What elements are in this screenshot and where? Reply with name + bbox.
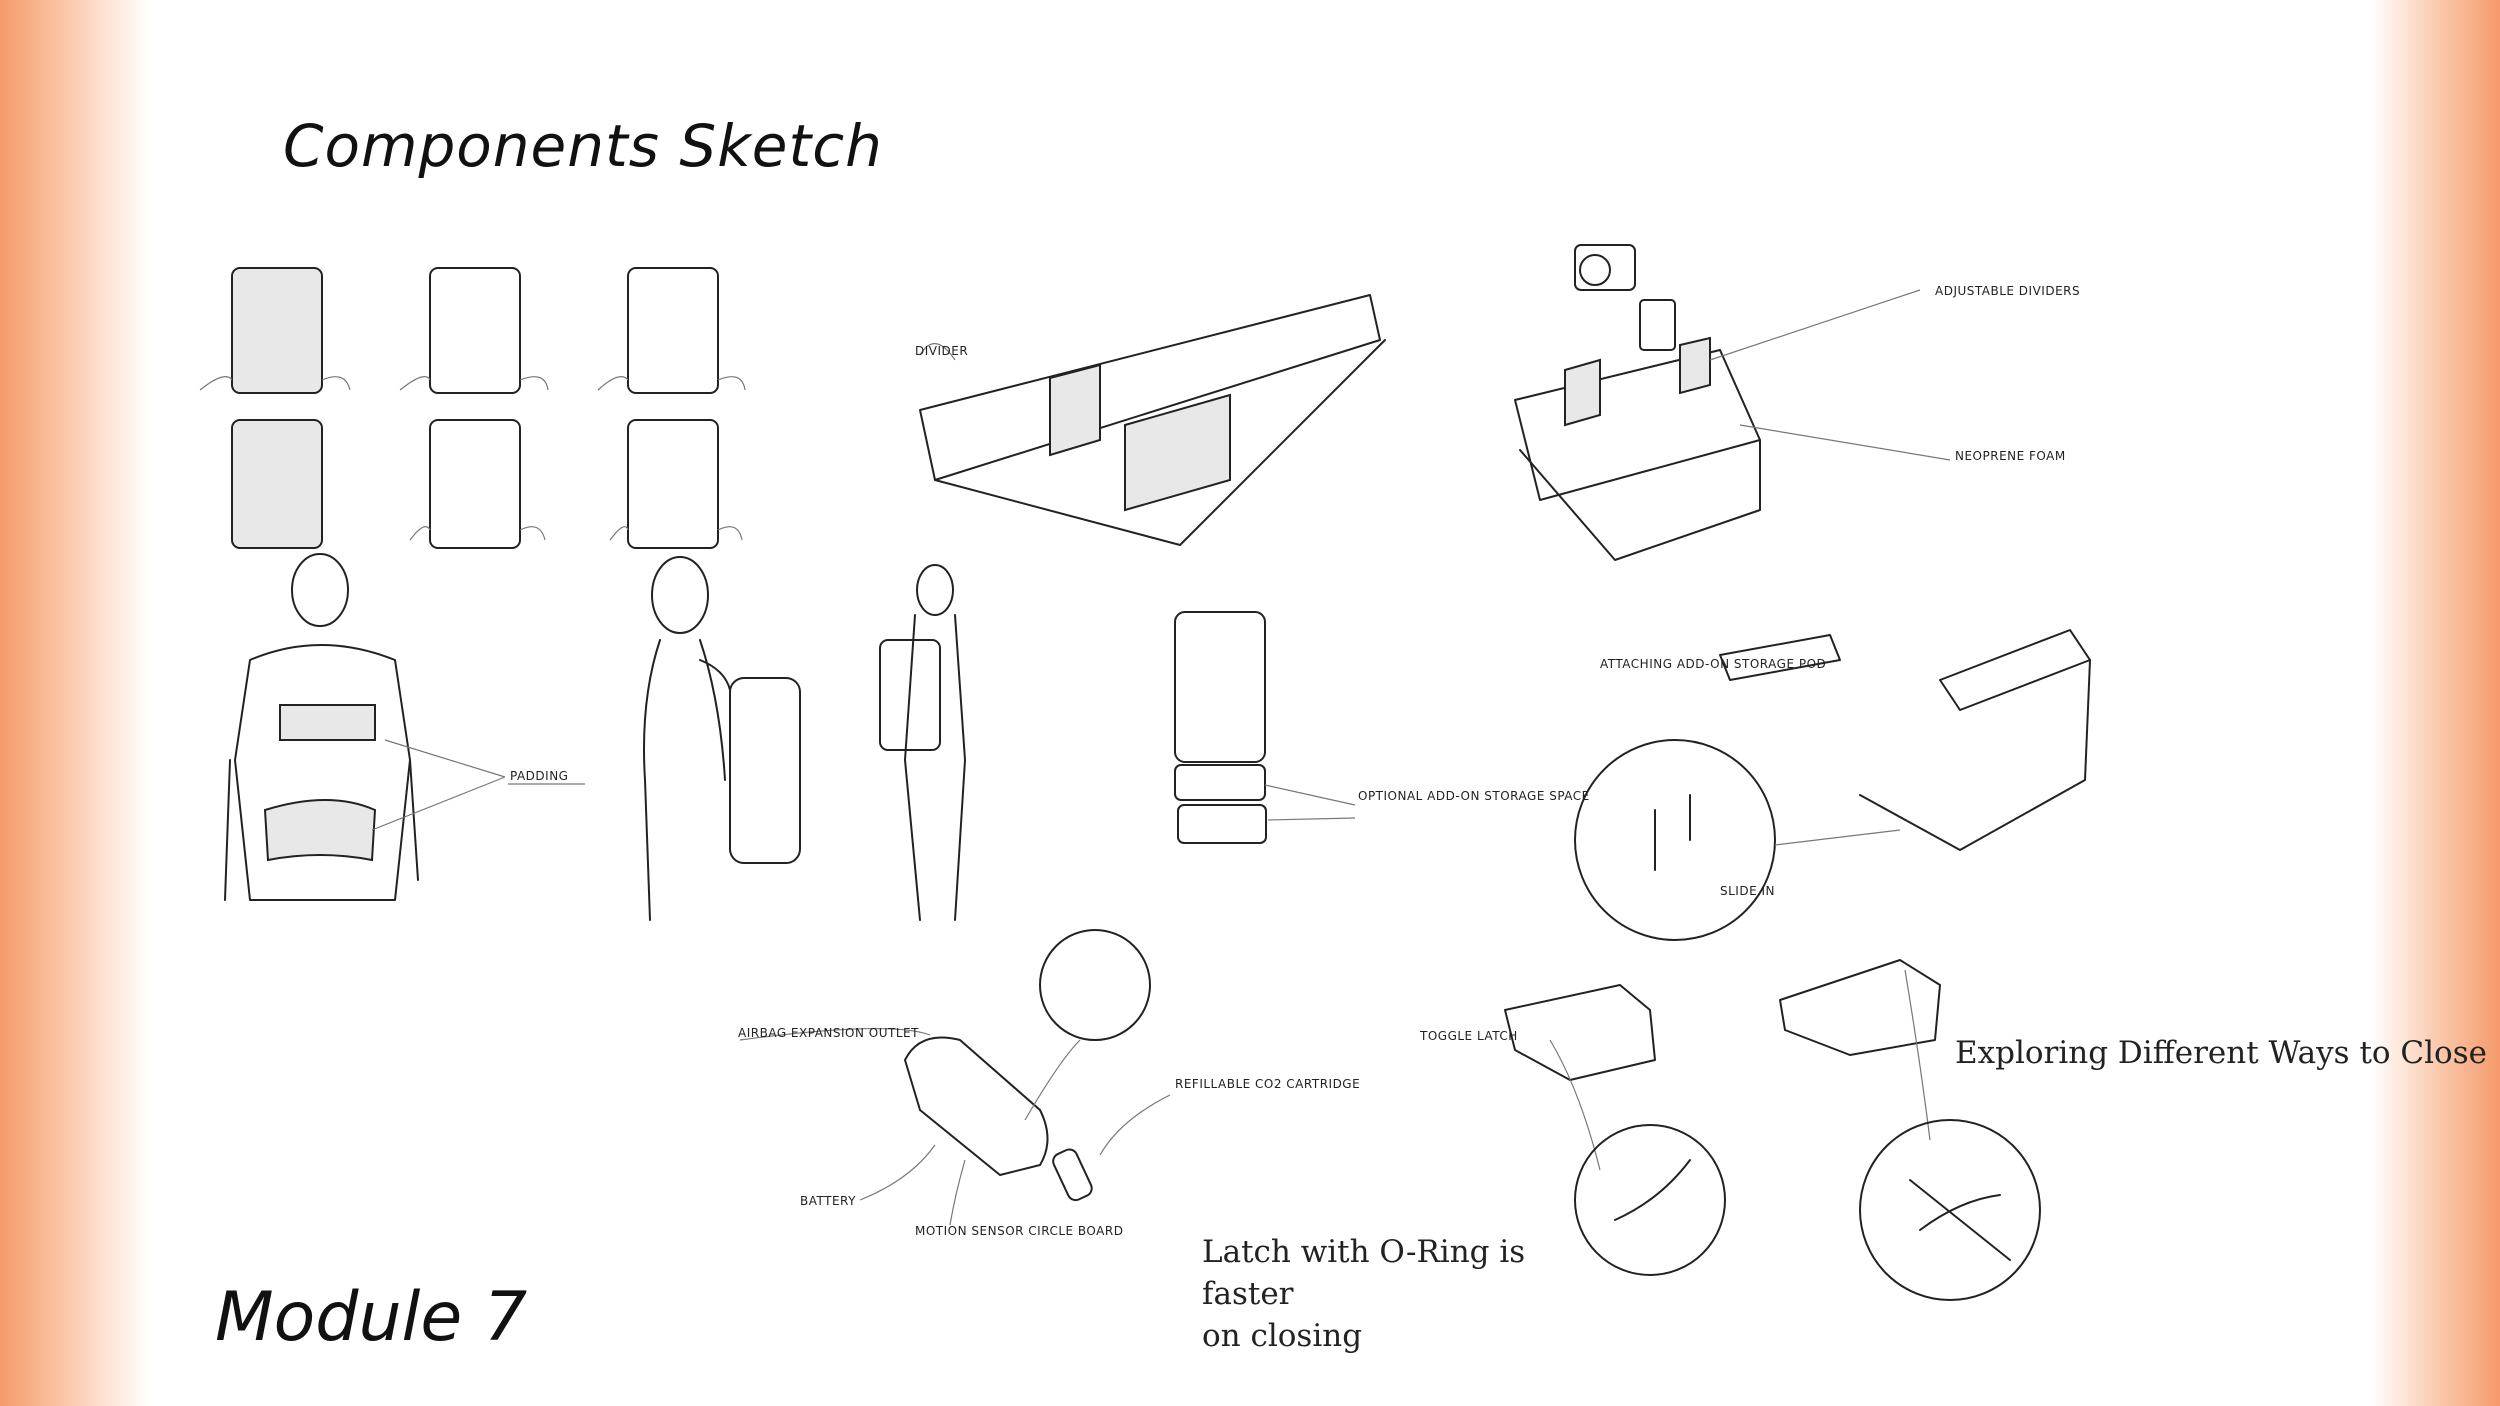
label-toggle-latch: TOGGLE LATCH bbox=[1419, 1029, 1518, 1043]
camera-insert-sketch: ADJUSTABLE DIVIDERS NEOPRENE FOAM bbox=[1515, 245, 2080, 560]
person-small-backpack-sketch bbox=[880, 565, 965, 920]
airbag-module-sketch: AIRBAG EXPANSION OUTLET REFILLABLE CO2 C… bbox=[738, 930, 1360, 1238]
label-slide-in: SLIDE IN bbox=[1720, 884, 1775, 898]
storage-pod-sketch: ATTACHING ADD-ON STORAGE POD SLIDE IN bbox=[1575, 630, 2090, 940]
label-padding: PADDING bbox=[510, 769, 568, 783]
label-adjustable-dividers: ADJUSTABLE DIVIDERS bbox=[1935, 284, 2080, 298]
label-attaching-pod: ATTACHING ADD-ON STORAGE POD bbox=[1600, 657, 1826, 671]
latch-closure-sketch: TOGGLE LATCH bbox=[1419, 985, 1725, 1275]
label-neoprene-foam: NEOPRENE FOAM bbox=[1955, 449, 2066, 463]
person-side-backpack-sketch bbox=[644, 557, 800, 920]
label-motion-sensor: MOTION SENSOR CIRCLE BOARD bbox=[915, 1224, 1123, 1238]
backpack-addon-storage-sketch: OPTIONAL ADD-ON STORAGE SPACE bbox=[1175, 612, 1590, 843]
label-refillable-cartridge: REFILLABLE CO2 CARTRIDGE bbox=[1175, 1077, 1360, 1091]
label-optional-storage: OPTIONAL ADD-ON STORAGE SPACE bbox=[1358, 789, 1590, 803]
label-airbag-outlet: AIRBAG EXPANSION OUTLET bbox=[738, 1026, 919, 1040]
backpack-panel-sketches bbox=[200, 268, 745, 548]
person-back-padding-sketch: PADDING bbox=[225, 554, 585, 900]
divider-tray-sketch: DIVIDER bbox=[915, 295, 1385, 545]
zipper-closure-sketch bbox=[1780, 960, 2040, 1300]
label-divider: DIVIDER bbox=[915, 344, 968, 358]
label-battery: BATTERY bbox=[800, 1194, 856, 1208]
